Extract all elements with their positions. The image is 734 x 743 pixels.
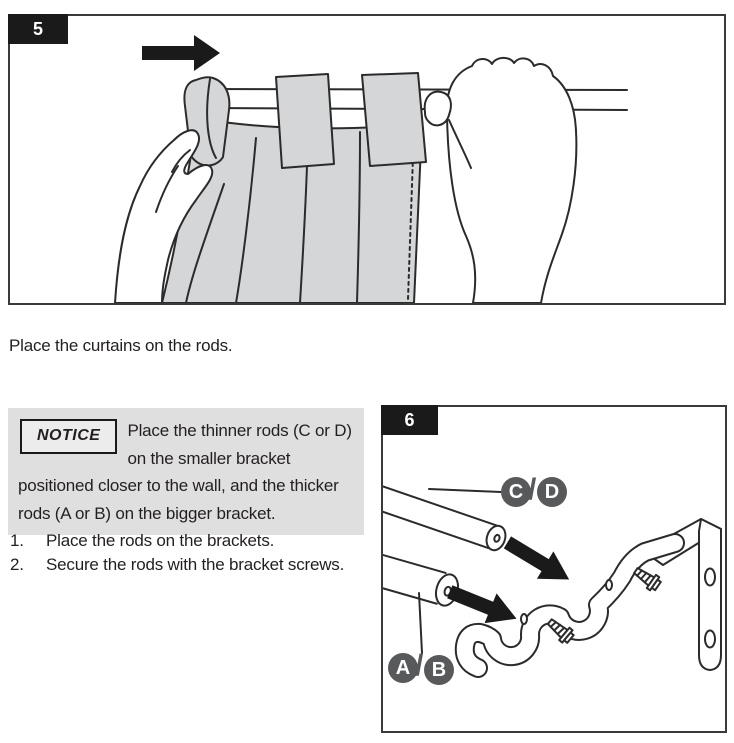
label-separator: / bbox=[415, 649, 424, 682]
step-6-badge: 6 bbox=[381, 405, 438, 435]
label-c-badge: C bbox=[501, 477, 531, 507]
right-fist bbox=[423, 56, 578, 303]
leader-line-thin-rod bbox=[428, 488, 502, 493]
figure-6-panel: 6 bbox=[381, 405, 727, 733]
notice-text: Place the thinner rods (C or D) on the s… bbox=[18, 421, 352, 523]
curtain-tabs bbox=[183, 72, 427, 169]
label-d-badge: D bbox=[537, 477, 567, 507]
leader-line-thick-rod bbox=[418, 592, 423, 654]
list-item-number: 1. bbox=[10, 531, 24, 550]
list-item-number: 2. bbox=[10, 555, 24, 574]
notice-label: NOTICE bbox=[20, 419, 118, 454]
arrow-right-icon bbox=[499, 528, 578, 594]
figure-6-illustration bbox=[383, 447, 722, 678]
list-item-text: Place the rods on the brackets. bbox=[46, 531, 275, 550]
notice-box: NOTICE Place the thinner rods (C or D) o… bbox=[8, 408, 364, 535]
label-separator: / bbox=[528, 473, 537, 506]
label-b-badge: B bbox=[424, 655, 454, 685]
figure-5-caption: Place the curtains on the rods. bbox=[9, 336, 233, 355]
list-item-text: Secure the rods with the bracket screws. bbox=[46, 555, 345, 574]
label-a-badge: A bbox=[388, 653, 418, 683]
arrow-right-icon bbox=[142, 35, 220, 71]
figure-5-panel: 5 bbox=[8, 14, 726, 305]
list-item: 1. Place the rods on the brackets. bbox=[10, 529, 344, 553]
step-5-badge: 5 bbox=[8, 14, 68, 44]
figure-5-illustration bbox=[114, 35, 628, 303]
double-hook-bracket bbox=[454, 533, 685, 678]
thin-rod bbox=[383, 447, 507, 552]
instruction-list: 1. Place the rods on the brackets. 2. Se… bbox=[10, 529, 344, 577]
left-hand bbox=[114, 129, 214, 303]
list-item: 2. Secure the rods with the bracket scre… bbox=[10, 553, 344, 577]
